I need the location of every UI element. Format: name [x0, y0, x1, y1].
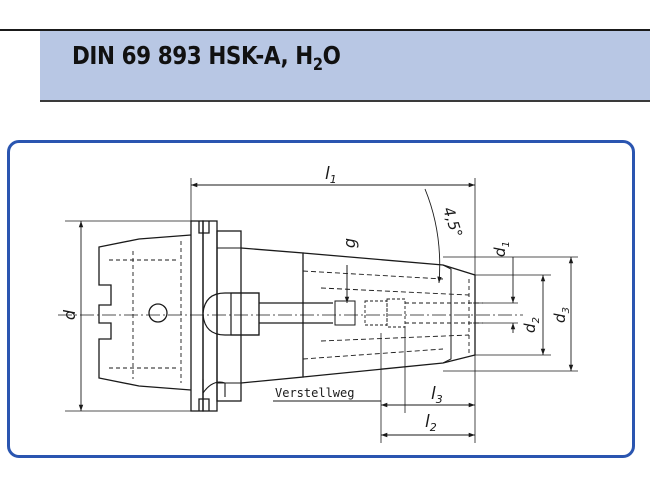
extension-lines [65, 178, 578, 443]
title-main: DIN 69 893 HSK-A, H [72, 41, 313, 70]
coolant-tube [202, 292, 333, 336]
drawing-frame: l1 d g 4,5° d1 d2 d3 l3 l2 Verstellweg [7, 140, 635, 458]
label-d2: d2 [521, 317, 542, 333]
header-band: DIN 69 893 HSK-A, H2O [40, 31, 650, 102]
page-title: DIN 69 893 HSK-A, H2O [72, 41, 341, 75]
title-end: O [322, 41, 341, 70]
label-l1: l1 [325, 164, 337, 186]
label-d3: d3 [551, 307, 572, 323]
dimension-labels: l1 d g 4,5° d1 d2 d3 l3 l2 [60, 164, 572, 434]
dim-angle-arc [424, 188, 442, 284]
label-l3: l3 [431, 384, 443, 406]
title-subscript: 2 [312, 55, 323, 75]
label-g: g [340, 238, 359, 248]
hsk-shank [98, 234, 192, 391]
tool-body [240, 247, 483, 384]
dimension-lines [78, 182, 574, 438]
label-l2: l2 [425, 412, 437, 434]
label-d1: d1 [491, 241, 512, 257]
top-rule [0, 29, 650, 31]
label-d: d [60, 309, 79, 320]
label-angle: 4,5° [439, 205, 466, 240]
coolant-bore [148, 303, 168, 323]
flange [190, 220, 242, 412]
label-verstellweg: Verstellweg [275, 386, 354, 400]
technical-drawing: l1 d g 4,5° d1 d2 d3 l3 l2 Verstellweg [58, 164, 578, 443]
